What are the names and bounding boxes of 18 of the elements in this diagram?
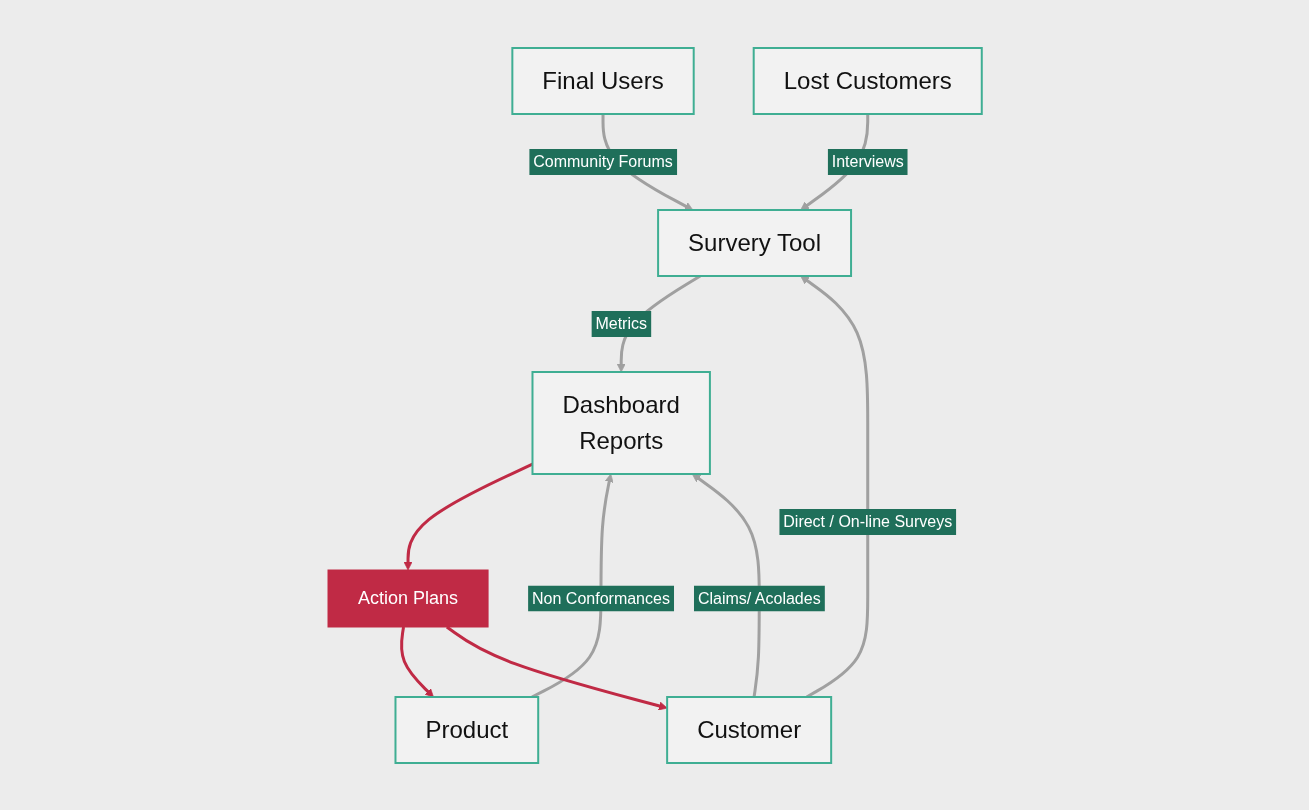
node-box: Dashboard Reports [531,370,711,475]
arrow [399,626,434,697]
arrow [691,473,761,697]
arrow [799,275,869,698]
edge-label: Direct / On-line Surveys [782,512,952,530]
edge-label: Metrics [595,314,647,332]
node-box: Survery Tool [656,208,852,277]
node-box: Lost Customers [752,46,983,115]
node-box: Final Users [510,46,695,115]
edge-label: Community Forums [532,152,673,170]
node-box: Product [394,695,539,764]
edge-label: Non Conformances [531,589,670,606]
node-box: Action Plans [327,569,489,627]
node-box: Customer [665,695,832,764]
arrow [403,462,533,570]
edge-label: Claims/ Acolades [697,589,821,606]
arrow [530,473,614,698]
edge-label: Interviews [831,152,904,170]
